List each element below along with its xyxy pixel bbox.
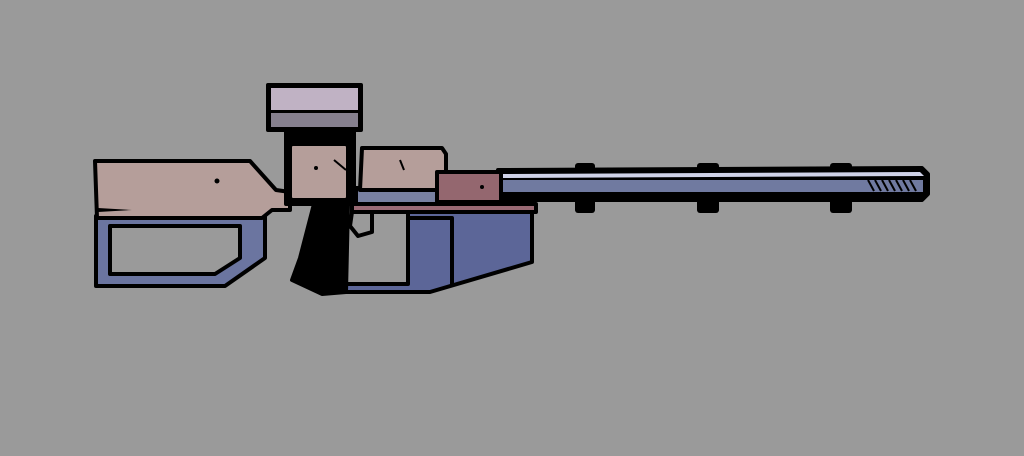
scope bbox=[266, 83, 363, 132]
barrel bbox=[496, 166, 930, 202]
stock-frame bbox=[94, 214, 267, 288]
trigger bbox=[348, 210, 374, 238]
ejection-block bbox=[435, 170, 503, 204]
receiver-block bbox=[288, 142, 350, 202]
barrel-vent-stripes bbox=[867, 179, 917, 192]
stock bbox=[93, 159, 292, 220]
pistol-grip bbox=[290, 202, 350, 296]
